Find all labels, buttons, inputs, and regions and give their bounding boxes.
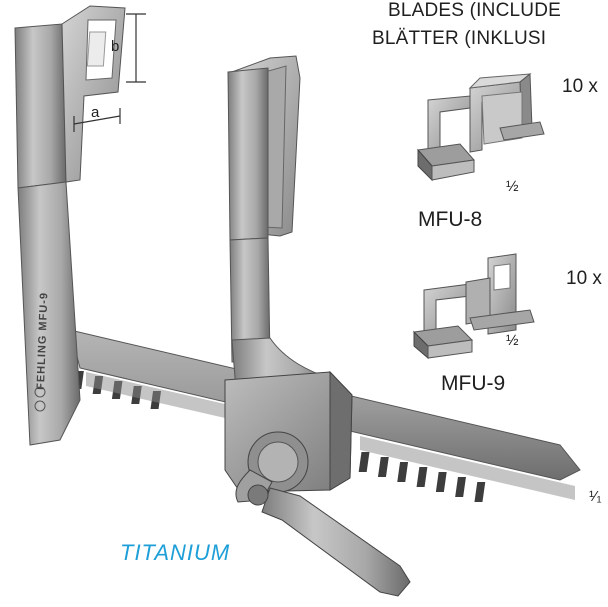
mfu-9-scale: ½ (506, 332, 519, 349)
mfu-9-label: MFU-9 (441, 372, 506, 395)
moving-arm (224, 55, 353, 493)
dimension-a-label: a (91, 104, 100, 121)
mfu-8-quantity: 10 x (562, 76, 598, 97)
instrument-scale: ¹⁄₁ (589, 488, 602, 505)
blade-mfu-8-illustration (417, 72, 545, 182)
crank-handle (235, 431, 411, 597)
mfu-8-label: MFU-8 (418, 208, 483, 231)
mfu-9-quantity: 10 x (566, 268, 602, 289)
material-label: TITANIUM (120, 540, 231, 565)
engraving-text: FEHLING MFU-9 (35, 292, 50, 390)
header-line-1: BLADES (INCLUDE (388, 0, 561, 21)
fixed-arm: FEHLING MFU-9 (14, 5, 126, 446)
header-line-2: BLÄTTER (INKLUSI (372, 28, 547, 49)
mfu-8-scale: ½ (506, 178, 519, 195)
dimension-b-label: b (111, 38, 120, 55)
dimension-markers (73, 13, 146, 132)
blade-mfu-9-illustration (412, 253, 535, 360)
